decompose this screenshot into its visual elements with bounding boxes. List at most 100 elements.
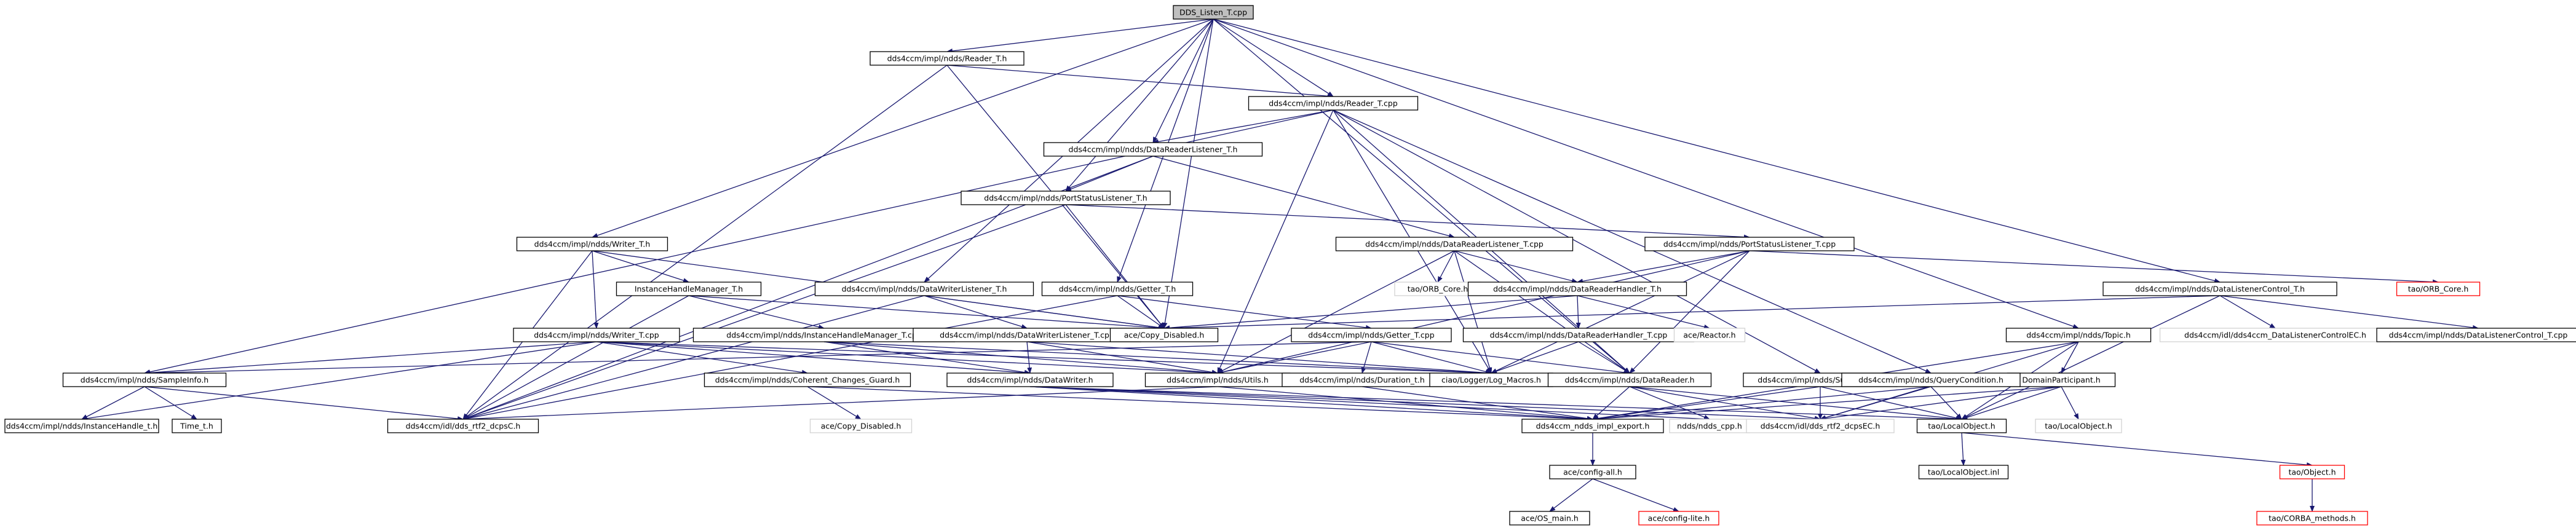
edge-drl_t_cpp-to-tao_orb_core_1 [1437,250,1455,283]
node-box [1173,5,1254,20]
node-label: dds4ccm/impl/ndds/DataWriterListener_T.h [842,285,1007,294]
node-tao-orb-core-2[interactable]: tao/ORB_Core.h [2396,282,2481,296]
node-label: dds4ccm/idl/dds4ccm_DataListenerControlE… [2184,331,2366,340]
edge-datareader_h-to-ndds_impl_export_h [1592,386,1630,420]
node-label: dds4ccm/impl/ndds/Writer_T.h [534,240,651,249]
edge-ihm_t_h-to-ihm_t_cpp [688,295,825,329]
node-label: ace/config-lite.h [1648,514,1710,523]
node-box [2256,511,2368,526]
node-duration-t-h[interactable]: dds4ccm/impl/ndds/Duration_t.h [1282,372,1443,387]
node-localobject-h[interactable]: tao/LocalObject.h [1916,419,2007,433]
node-box [387,419,539,433]
edge-psl_t_h-to-dds_rtf2_dcpsc_h [462,204,1066,420]
node-writer-t-h[interactable]: dds4ccm/impl/ndds/Writer_T.h [516,237,668,251]
edge-root-to-copy_disabled_h [1162,18,1214,329]
node-label: dds4ccm/impl/ndds/PortStatusListener_T.c… [1663,240,1836,249]
node-reader-t-cpp[interactable]: dds4ccm/impl/ndds/Reader_T.cpp [1248,96,1419,111]
edge-writer_t_cpp-to-utils_h [596,341,1218,376]
node-dds-rtf2-dcpsc-h[interactable]: dds4ccm/idl/dds_rtf2_dcpsC.h [387,419,539,433]
node-dlc-ec-h[interactable]: dds4ccm/idl/dds4ccm_DataListenerControlE… [2159,328,2392,342]
node-box [2102,282,2337,296]
edge-dwl_t_h-to-copy_disabled_h [924,295,1165,330]
node-ndds-cpp-h[interactable]: ndds/ndds_cpp.h [1669,419,1750,433]
node-label: ace/config-all.h [1563,468,1622,477]
node-label: dds4ccm/impl/ndds/DataReaderHandler_T.h [1493,285,1662,294]
edge-coherent_guard_h-to-ndds_impl_export_h [807,386,1593,422]
node-ace-config-lite[interactable]: ace/config-lite.h [1638,511,1719,526]
node-box [1041,282,1194,296]
node-drh-t-h[interactable]: dds4ccm/impl/ndds/DataReaderHandler_T.h [1467,282,1687,296]
dependency-edges [81,18,2479,512]
node-ace-reactor[interactable]: ace/Reactor.h [1673,328,1746,342]
node-dlc-t-h[interactable]: dds4ccm/impl/ndds/DataListenerControl_T.… [2102,282,2337,296]
node-coherent-guard-h[interactable]: dds4ccm/impl/ndds/Coherent_Changes_Guard… [703,372,911,387]
node-domain-participant-h[interactable]: DomainParticipant.h [2007,372,2116,387]
node-psl-t-cpp[interactable]: dds4ccm/impl/ndds/PortStatusListener_T.c… [1644,237,1855,251]
node-box [1291,328,1452,342]
node-copy-disabled-2[interactable]: ace/Copy_Disabled.h [809,419,913,433]
node-label: ace/Copy_Disabled.h [1124,331,1205,340]
node-dwl-t-h[interactable]: dds4ccm/impl/ndds/DataWriterListener_T.h [814,282,1034,296]
node-corba-methods[interactable]: tao/CORBA_methods.h [2256,511,2368,526]
node-tao-orb-core-1[interactable]: tao/ORB_Core.h [1394,282,1481,296]
node-drh-t-cpp[interactable]: dds4ccm/impl/ndds/DataReaderHandler_T.cp… [1462,328,1695,342]
node-sampleinfo-h[interactable]: dds4ccm/impl/ndds/SampleInfo.h [62,372,227,387]
node-label: dds4ccm/impl/ndds/Reader_T.cpp [1269,99,1398,108]
node-box [2376,328,2576,342]
node-box [516,237,668,251]
edge-drh_t_h-to-copy_disabled_h [1163,295,1578,331]
node-time-t-h[interactable]: Time_t.h [172,419,222,433]
node-ace-config-all[interactable]: ace/config-all.h [1549,465,1636,479]
node-dcpsec-h[interactable]: dds4ccm/idl/dds_rtf2_dcpsEC.h [1746,419,1895,433]
node-getter-t-h[interactable]: dds4ccm/impl/ndds/Getter_T.h [1041,282,1194,296]
node-label: dds4ccm/impl/ndds/Utils.h [1167,376,1269,385]
node-root[interactable]: DDS_Listen_T.cpp [1173,5,1254,20]
node-box [946,372,1114,387]
node-label: tao/ORB_Core.h [1408,285,1468,294]
edge-dlc_t_h-to-copy_disabled_h [1163,295,2221,331]
node-drl-t-cpp[interactable]: dds4ccm/impl/ndds/DataReaderListener_T.c… [1335,237,1574,251]
edge-getter_t_cpp-to-log_macros_h [1371,341,1492,374]
node-ace-os-main[interactable]: ace/OS_main.h [1509,511,1590,526]
node-copy-disabled-h[interactable]: ace/Copy_Disabled.h [1109,328,1219,342]
node-localobject-h-2[interactable]: tao/LocalObject.h [2035,419,2122,433]
node-reader-t-h[interactable]: dds4ccm/impl/ndds/Reader_T.h [870,51,1024,66]
node-box [1644,237,1855,251]
node-box [1638,511,1719,526]
node-label: dds4ccm/impl/ndds/Duration_t.h [1299,376,1425,385]
node-localobject-inl[interactable]: tao/LocalObject.inl [1918,465,2009,479]
edge-querycondition_h-to-localobject_h [1930,386,1962,420]
node-topic-h[interactable]: dds4ccm/impl/ndds/Topic.h [2005,328,2152,342]
edge-datareader_h-to-ndds_cpp_h [1629,386,1710,420]
node-box [961,191,1171,205]
node-label: dds4ccm/impl/ndds/DataReaderListener_T.h [1069,145,1238,154]
node-instancehandle-t-h[interactable]: dds4ccm/impl/ndds/InstanceHandle_t.h [4,419,159,433]
node-datawriter-h[interactable]: dds4ccm/impl/ndds/DataWriter.h [946,372,1114,387]
edge-domain_participant_h-to-dcpsec_h [1820,386,2062,421]
node-dwl-t-cpp[interactable]: dds4ccm/impl/ndds/DataWriterListener_T.c… [913,328,1141,342]
node-datareader-h[interactable]: dds4ccm/impl/ndds/DataReader.h [1547,372,1712,387]
node-ndds-impl-export-h[interactable]: dds4ccm_ndds_impl_export.h [1521,419,1664,433]
node-writer-t-cpp[interactable]: dds4ccm/impl/ndds/Writer_T.cpp [513,328,680,342]
node-label: tao/LocalObject.h [2045,422,2112,431]
node-label: Time_t.h [180,422,213,431]
edge-sampleinfo_h-to-dds_rtf2_dcpsc_h [144,386,464,422]
node-getter-t-cpp[interactable]: dds4ccm/impl/ndds/Getter_T.cpp [1291,328,1452,342]
edge-datawriter_h-to-dcpsec_h [1029,386,1821,422]
node-box [1509,511,1590,526]
node-box [1918,465,2009,479]
node-utils-h[interactable]: dds4ccm/impl/ndds/Utils.h [1144,372,1291,387]
node-tao-object-h[interactable]: tao/Object.h [2279,465,2345,479]
node-drl-t-h[interactable]: dds4ccm/impl/ndds/DataReaderListener_T.h [1043,142,1263,157]
edge-getter_t_h-to-copy_disabled_h [1117,295,1165,329]
node-log-macros-h[interactable]: ciao/Logger/Log_Macros.h [1429,372,1553,387]
node-ihm-t-cpp[interactable]: dds4ccm/impl/ndds/InstanceHandleManager_… [692,328,956,342]
node-psl-t-h[interactable]: dds4ccm/impl/ndds/PortStatusListener_T.h [961,191,1171,205]
node-querycondition-h[interactable]: dds4ccm/impl/ndds/QueryCondition.h [1841,372,2021,387]
edge-ihm_t_cpp-to-utils_h [823,341,1218,376]
node-dlc-t-cpp[interactable]: dds4ccm/impl/ndds/DataListenerControl_T.… [2376,328,2576,342]
node-label: dds4ccm/impl/ndds/SampleInfo.h [81,376,208,385]
node-box [1547,372,1712,387]
edge-root-to-reader_t_cpp [1213,18,1334,97]
node-ihm-t-h[interactable]: InstanceHandleManager_T.h [616,282,762,296]
